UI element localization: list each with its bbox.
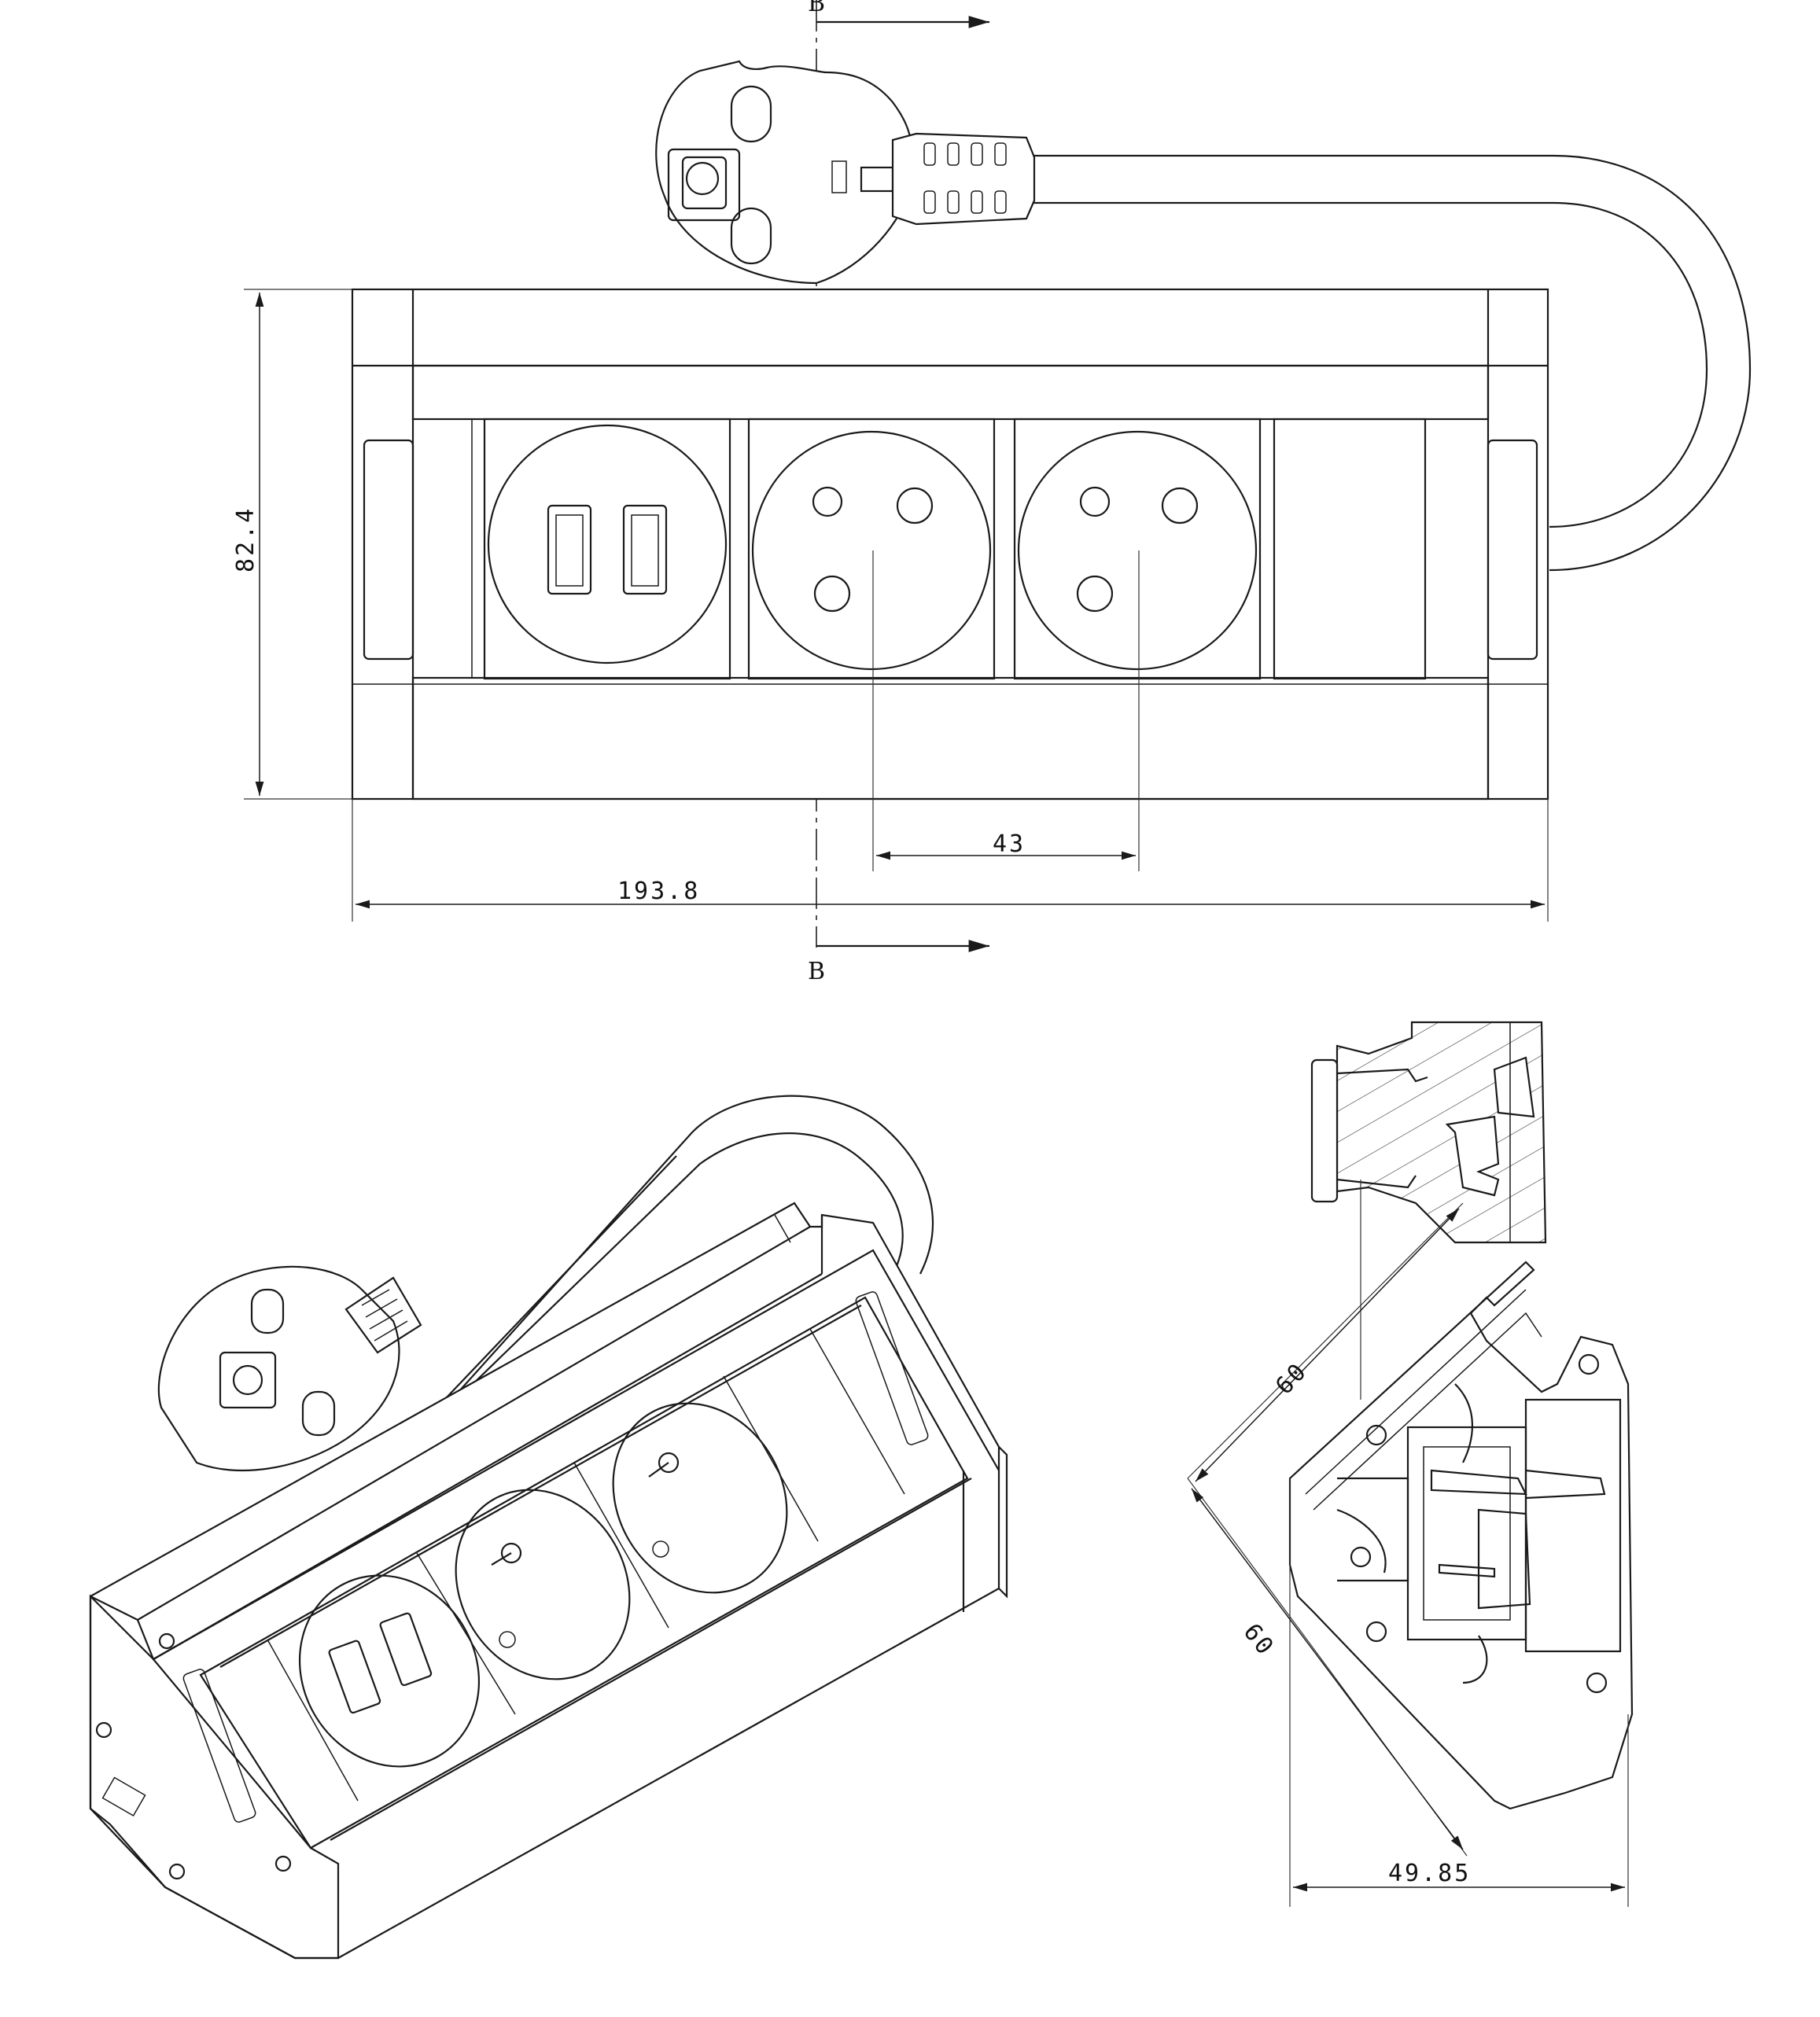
usb-port-icon [379,1612,433,1687]
housing-front [351,288,1549,801]
dim-depth-label: 49.85 [1388,1860,1471,1887]
blank-module [1273,418,1427,680]
usb-port-icon [622,504,668,595]
usb-port-icon [547,504,592,595]
dim-height-label: 82.4 [232,506,260,572]
power-cable [1026,154,1752,572]
section-label-top: B [808,0,825,17]
schuko-plug [655,60,1036,285]
iso-body [89,1202,1008,1960]
socket-module-2 [1013,418,1262,680]
section-view: 60 60 49.85 [1187,1021,1634,1907]
usb-port-icon [328,1640,381,1714]
isometric-view [89,1095,1008,1960]
section-housing [1288,1261,1634,1810]
front-view: B B [232,0,1752,985]
dim-pitch-label: 43 [993,830,1026,858]
dim-lower-label: 60 [1238,1618,1280,1662]
socket-module-1 [747,418,996,680]
dimensions-front: 82.4 43 193.8 [232,289,1549,922]
section-plug [1310,1021,1547,1244]
iso-plug [157,1265,422,1472]
section-label-bottom: B [808,958,825,985]
usb-module [483,418,731,680]
dim-upper-label: 60 [1270,1357,1313,1400]
dim-width-label: 193.8 [617,878,700,905]
